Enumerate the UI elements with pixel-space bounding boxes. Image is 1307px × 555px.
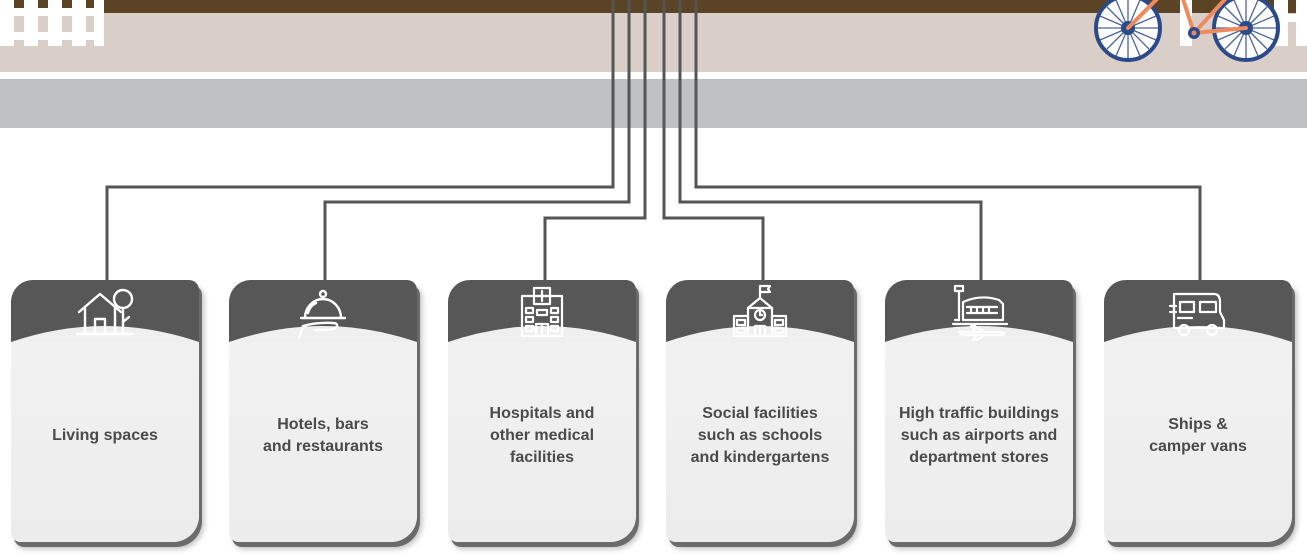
bicycle-icon (1094, 0, 1280, 62)
card-label: Hotels, bars and restaurants (262, 416, 384, 455)
card-header (448, 280, 636, 342)
connector-ships (694, 0, 1202, 283)
card-header-arc (229, 326, 417, 342)
floor-divider (0, 72, 1307, 79)
card-label: Hospitals and other medical facilities (489, 405, 595, 466)
category-card-social: Social facilities such as schools and ki… (666, 280, 854, 542)
card-header (11, 280, 199, 342)
category-card-hospitals: Hospitals and other medical facilities (448, 280, 636, 542)
house-with-tree-icon (75, 288, 135, 336)
airport-terminal-icon (951, 284, 1009, 342)
card-label: Social facilities such as schools and ki… (690, 405, 830, 466)
card-label: High traffic buildings such as airports … (899, 405, 1059, 466)
connector-living (105, 0, 615, 283)
category-card-hotels: Hotels, bars and restaurants (229, 280, 417, 542)
camper-van-icon (1168, 292, 1226, 337)
category-card-ships: Ships & camper vans (1104, 280, 1292, 542)
hospital-building-icon (520, 286, 564, 338)
card-header-arc (1104, 326, 1292, 342)
fence-left (0, 0, 104, 46)
card-header (885, 280, 1073, 342)
connector-social (662, 0, 765, 283)
connector-lines (105, 0, 1202, 283)
connector-traffic (678, 0, 983, 283)
category-card-traffic: High traffic buildings such as airports … (885, 280, 1073, 542)
card-header (1104, 280, 1292, 342)
connector-hotels (323, 0, 631, 283)
ceiling-beam (0, 0, 1307, 13)
card-header (229, 280, 417, 342)
category-card-living: Living spaces (11, 280, 199, 542)
school-building-icon (732, 284, 788, 338)
floor-band (0, 79, 1307, 128)
connector-hospitals (543, 0, 647, 283)
card-label: Ships & camper vans (1149, 416, 1247, 455)
serving-cloche-icon (297, 289, 347, 340)
card-label: Living spaces (52, 427, 158, 444)
top-backdrop (0, 0, 1307, 128)
card-header (666, 280, 854, 342)
